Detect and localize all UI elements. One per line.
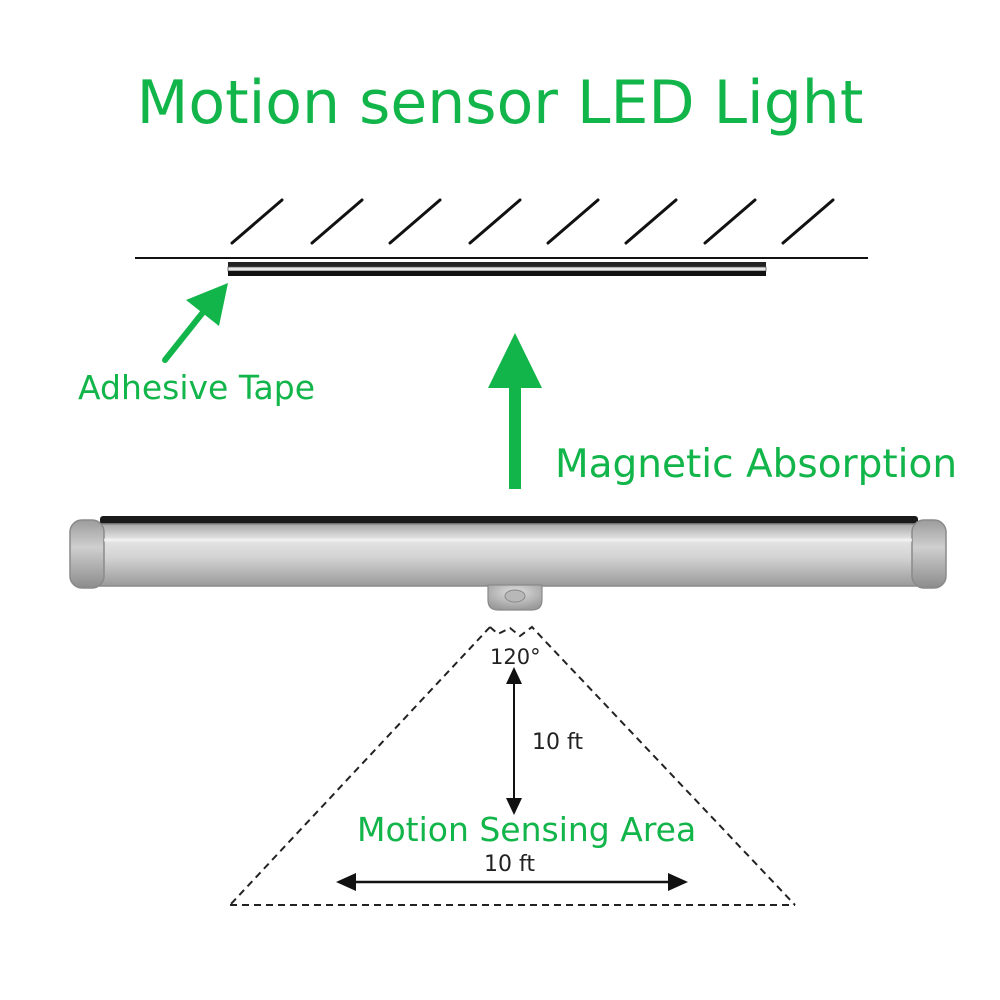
magnetic-arrow [488,333,542,489]
adhesive-arrow [162,283,228,363]
adhesive-tape-label: Adhesive Tape [78,368,316,407]
detection-cone [229,625,796,906]
width-dimension-arrow [336,873,688,891]
mounting-surface [135,198,868,259]
end-cap-left [69,519,105,589]
adhesive-tape-strip [227,262,767,276]
magnetic-absorption-label: Magnetic Absorption [555,442,958,487]
end-cap-right [911,519,947,589]
surface-hatching [230,198,835,245]
angle-label: 120° [490,645,541,669]
led-light-bar [69,516,947,611]
width-label: 10 ft [484,852,535,877]
depth-dimension-arrow [506,667,522,815]
page-title: Motion sensor LED Light [136,68,864,138]
depth-label: 10 ft [532,730,583,755]
motion-sensing-area-label: Motion Sensing Area [357,810,697,849]
